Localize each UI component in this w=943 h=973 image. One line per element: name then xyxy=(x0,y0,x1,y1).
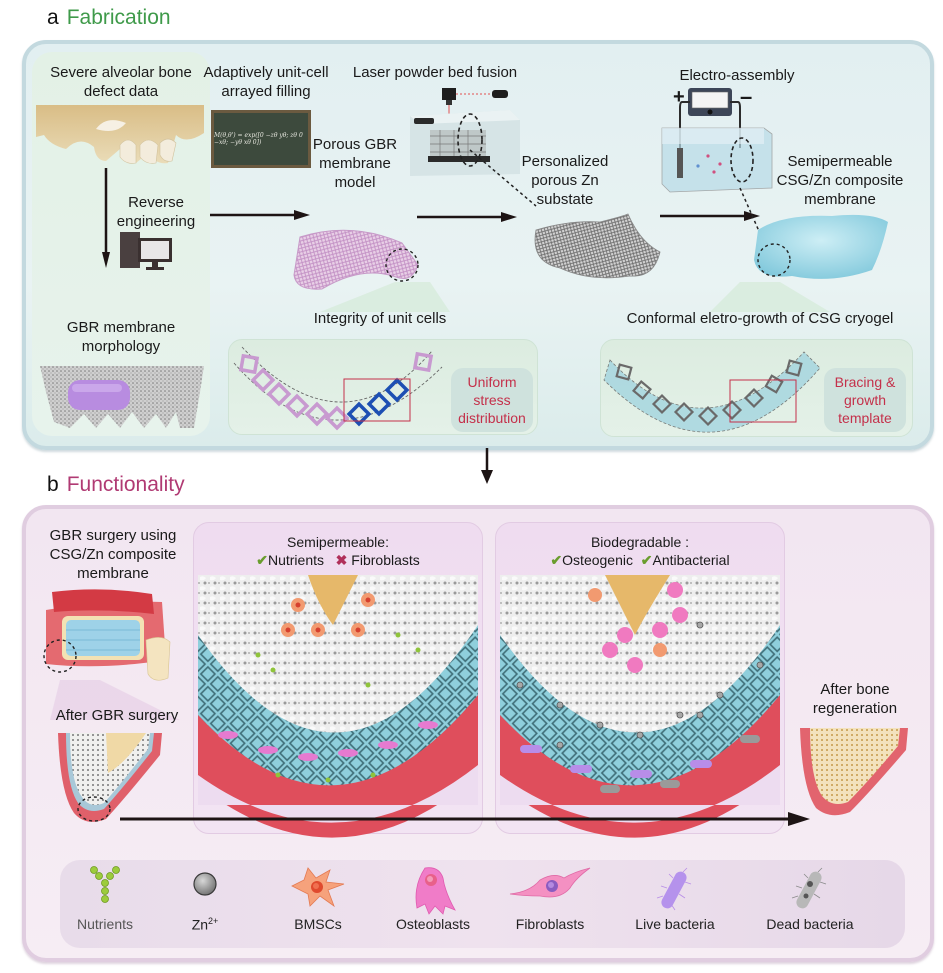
zinc-charge: 2+ xyxy=(208,916,219,926)
composite-membrane-image xyxy=(754,214,888,279)
section-b-title: Functionality xyxy=(66,473,185,496)
legend-label: Zn2+ xyxy=(150,916,260,933)
live-bacteria-icon xyxy=(656,867,692,911)
reverse-engineering-label: Reverse engineering xyxy=(116,194,196,230)
legend-item-zinc: Zn2+ xyxy=(150,860,260,948)
fibroblasts-blocked: Fibroblasts xyxy=(351,552,420,568)
check-icon: ✔ xyxy=(550,552,563,568)
membrane-morphology-label: GBR membrane morphology xyxy=(66,319,176,355)
electro-assembly-tank xyxy=(661,88,773,193)
down-arrow-icon xyxy=(102,168,110,268)
legend-label: Osteoblasts xyxy=(396,916,470,932)
nutrient-icon xyxy=(90,866,120,903)
after-surgery-cross-section xyxy=(58,733,162,822)
legend-item-nutrients: Nutrients xyxy=(50,860,160,948)
legend-label: BMSCs xyxy=(294,916,342,932)
legend-label: Live bacteria xyxy=(635,916,715,932)
uniform-stress-tag: Uniform stress distribution xyxy=(451,368,533,432)
legend-label: Dead bacteria xyxy=(766,916,854,932)
electro-assembly-label: Electro-assembly xyxy=(679,67,795,84)
gbr-surgery-image xyxy=(43,589,171,681)
membrane-morphology-image xyxy=(40,366,204,428)
antibacterial-property: Antibacterial xyxy=(652,552,730,568)
section-b-letter: b xyxy=(47,473,59,496)
section-a-heading: a Fabrication xyxy=(47,5,171,31)
zn-substrate-image xyxy=(534,213,661,279)
regenerated-bone-image xyxy=(800,728,908,816)
biodegradable-properties: ✔Osteogenic ✔Antibacterial xyxy=(496,551,784,569)
osteogenic-property: Osteogenic xyxy=(562,552,633,568)
porous-model-label: Porous GBR membrane model xyxy=(312,136,398,191)
dead-bacteria-icon xyxy=(791,867,827,909)
gbr-surgery-label: GBR surgery using CSG/Zn composite membr… xyxy=(49,527,177,582)
zn-substrate-label: Personalized porous Zn substate xyxy=(521,153,609,208)
formula-chalkboard: M(θ,θ') = exp([0 −zθ yθ; zθ 0 −xθ; −yθ x… xyxy=(211,110,311,168)
alveolar-bone-defect-image xyxy=(36,105,204,164)
zinc-ion-icon xyxy=(193,872,217,896)
rotation-matrix-formula: M(θ,θ') = exp([0 −zθ yθ; zθ 0 −xθ; −yθ x… xyxy=(214,132,303,146)
biodegradable-illustration xyxy=(500,575,780,838)
minus-terminal: – xyxy=(740,84,753,109)
zoom-highlight xyxy=(710,282,830,312)
check-icon: ✔ xyxy=(640,552,653,568)
after-surgery-label: After GBR surgery xyxy=(55,707,179,724)
section-b-heading: b Functionality xyxy=(47,472,185,498)
porous-membrane-model-image xyxy=(293,229,419,290)
zinc-label: Zn xyxy=(191,916,209,933)
bmsc-cell-icon xyxy=(291,867,345,908)
integrity-label: Integrity of unit cells xyxy=(313,310,447,327)
fibroblast-cell-icon xyxy=(509,867,591,898)
biodegradable-title: Biodegradable : xyxy=(590,534,690,550)
unit-cell-chain-diagram xyxy=(233,346,443,431)
timeline-arrow xyxy=(120,812,810,826)
nutrients-permitted: Nutrients xyxy=(267,552,324,568)
osteoblast-cell-icon xyxy=(415,867,456,915)
check-icon: ✔ xyxy=(256,552,268,568)
cryogel-chain-diagram xyxy=(603,351,821,433)
zoom-highlight xyxy=(50,680,180,720)
legend-label: Nutrients xyxy=(76,916,134,932)
semipermeable-illustration xyxy=(198,575,478,838)
semipermeable-title: Semipermeable: xyxy=(287,534,389,550)
semipermeable-properties: ✔Nutrients ✖ Fibroblasts xyxy=(194,551,482,569)
down-arrow-icon xyxy=(481,448,493,484)
legend-item-dead-bacteria: Dead bacteria xyxy=(750,860,870,948)
section-a-title: Fabrication xyxy=(66,6,171,29)
dashed-connector xyxy=(469,149,537,207)
unit-cell-filling-label: Adaptively unit-cell arrayed filling xyxy=(203,64,329,100)
defect-data-label: Severe alveolar bone defect data xyxy=(50,64,192,100)
right-arrow-icon xyxy=(417,212,517,222)
legend-item-bmscs: BMSCs xyxy=(263,860,373,948)
composite-membrane-label: Semipermeable CSG/Zn composite membrane xyxy=(776,153,904,208)
conformal-growth-label: Conformal eletro-growth of CSG cryogel xyxy=(626,310,894,327)
legend-item-fibroblasts: Fibroblasts xyxy=(495,860,605,948)
plus-terminal: + xyxy=(673,86,685,108)
after-regeneration-label: After bone regeneration xyxy=(812,681,898,717)
legend: Nutrients Zn2+ BMSCs Osteoblasts Fibrobl… xyxy=(60,860,905,948)
legend-item-live-bacteria: Live bacteria xyxy=(620,860,730,948)
lpbf-label: Laser powder bed fusion xyxy=(352,64,518,81)
computer-icon xyxy=(120,232,172,270)
bracing-template-tag: Bracing & growth template xyxy=(824,368,906,432)
legend-label: Fibroblasts xyxy=(515,916,585,932)
zoom-highlight xyxy=(320,282,450,312)
legend-item-osteoblasts: Osteoblasts xyxy=(378,860,488,948)
laser-printer-image xyxy=(410,88,520,176)
section-a-letter: a xyxy=(47,6,59,29)
right-arrow-icon xyxy=(210,210,310,220)
cross-icon: ✖ xyxy=(335,552,348,568)
